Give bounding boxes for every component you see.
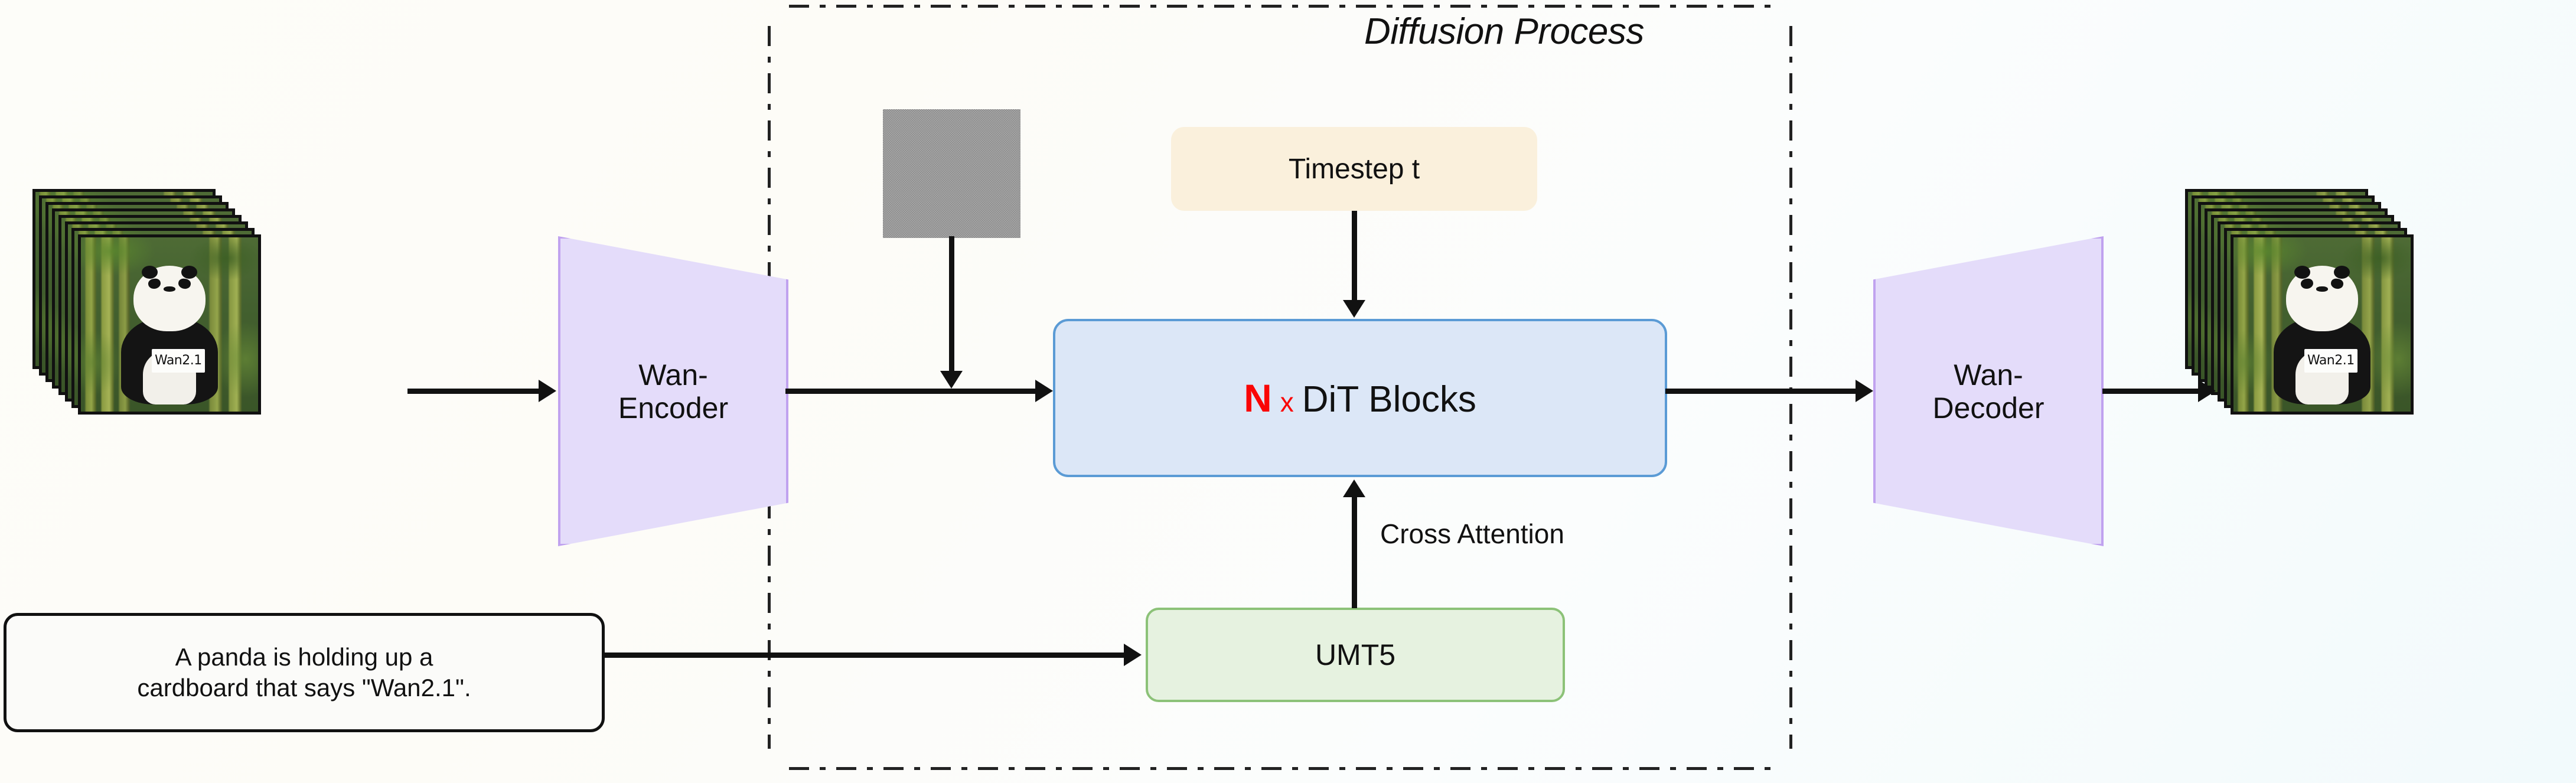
noise-latent-patch	[883, 109, 1020, 238]
dit-blocks-label: N x DiT Blocks	[1244, 376, 1476, 420]
arrow-prompt-to-umt5	[604, 652, 1126, 658]
panda-illustration: Wan2.1	[2267, 258, 2377, 405]
panda-sign-text: Wan2.1	[152, 349, 205, 373]
dashed-border-top	[789, 5, 1771, 8]
arrowhead-umt5-to-dit	[1343, 479, 1365, 497]
arrowhead-encoder-to-dit	[1035, 380, 1053, 402]
frame-layer-front: Wan2.1	[2231, 234, 2414, 415]
timestep-box[interactable]: Timestep t	[1171, 127, 1537, 211]
wan-decoder-label: Wan- Decoder	[1932, 358, 2045, 425]
arrow-umt5-to-dit	[1352, 496, 1357, 608]
cross-attention-label: Cross Attention	[1380, 518, 1564, 549]
arrowhead-decoder-to-frames	[2198, 380, 2216, 402]
panda-sign-text: Wan2.1	[2304, 349, 2357, 373]
arrowhead-dit-to-decoder	[1856, 380, 1873, 402]
arrow-timestep-to-dit	[1352, 211, 1357, 302]
arrowhead-frames-to-encoder	[539, 380, 556, 402]
dit-multiply-symbol: x	[1280, 387, 1294, 417]
output-video-frames: Wan2.1	[2185, 189, 2421, 425]
arrow-dit-to-decoder	[1665, 389, 1857, 394]
arrow-noise-to-latent	[949, 236, 954, 372]
arrow-frames-to-encoder	[407, 389, 540, 394]
diffusion-process-label: Diffusion Process	[1364, 11, 1644, 52]
dit-blocks-box[interactable]: N x DiT Blocks	[1053, 319, 1667, 477]
arrow-encoder-to-dit	[785, 389, 1036, 394]
arrowhead-prompt-to-umt5	[1124, 644, 1142, 666]
umt5-text-encoder-box[interactable]: UMT5	[1146, 608, 1565, 702]
arrow-decoder-to-frames	[2102, 389, 2200, 394]
arrowhead-timestep-to-dit	[1343, 300, 1365, 318]
dashed-border-right	[1789, 26, 1792, 749]
wan-encoder-label: Wan- Encoder	[618, 358, 729, 425]
dashed-border-bottom	[789, 767, 1771, 770]
prompt-textbox[interactable]: A panda is holding up a cardboard that s…	[4, 613, 605, 732]
panda-illustration: Wan2.1	[115, 258, 224, 405]
wan-encoder-block[interactable]: Wan- Encoder	[558, 236, 788, 546]
input-video-frames: Wan2.1	[32, 189, 269, 425]
frame-layer-front: Wan2.1	[78, 234, 261, 415]
dit-repeat-count: N	[1244, 376, 1272, 420]
wan-decoder-block[interactable]: Wan- Decoder	[1873, 236, 2104, 546]
dit-blocks-text: DiT Blocks	[1302, 379, 1476, 420]
arrowhead-noise-to-latent	[940, 371, 963, 389]
